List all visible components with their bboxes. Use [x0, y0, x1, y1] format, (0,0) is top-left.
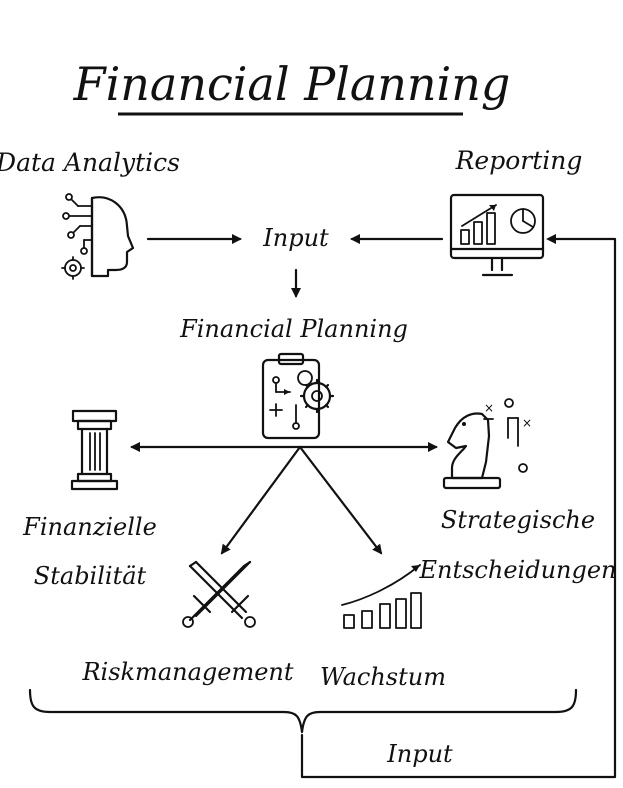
financial-planning-label: Financial Planning: [179, 315, 408, 343]
finanzielle-label-line2: Stabilität: [34, 562, 147, 590]
feedback-arrowhead: [546, 234, 556, 244]
page-title: Financial Planning: [73, 57, 511, 111]
finanzielle-label-line1: Finanzielle: [22, 513, 157, 541]
arrow-to-wachstum: [298, 445, 383, 555]
clipboard-gear-icon: [261, 352, 335, 440]
wachstum-label: Wachstum: [320, 663, 446, 691]
ai-head-circuit-icon: [61, 193, 135, 280]
chess-knight-strategy-icon: × ×: [442, 398, 532, 490]
pillar-icon: [70, 409, 119, 491]
strategische-label-line2: Entscheidungen: [418, 556, 616, 584]
input-bottom-label: Input: [386, 740, 453, 768]
svg-text:×: ×: [484, 401, 494, 415]
crossed-swords-icon: [182, 560, 256, 628]
strategische-label-line1: Strategische: [441, 506, 595, 534]
monitor-chart-icon: [449, 193, 545, 277]
growth-bars-icon: [341, 564, 422, 629]
riskmanagement-label: Riskmanagement: [81, 658, 293, 686]
feedback-loop-line: [300, 237, 617, 779]
svg-text:×: ×: [522, 416, 532, 430]
bottom-bracket: [28, 688, 578, 734]
input-top-label: Input: [262, 224, 329, 252]
data-analytics-label: Data Analytics: [0, 148, 180, 177]
arrow-to-riskmanagement: [220, 445, 302, 555]
reporting-label: Reporting: [455, 146, 583, 175]
